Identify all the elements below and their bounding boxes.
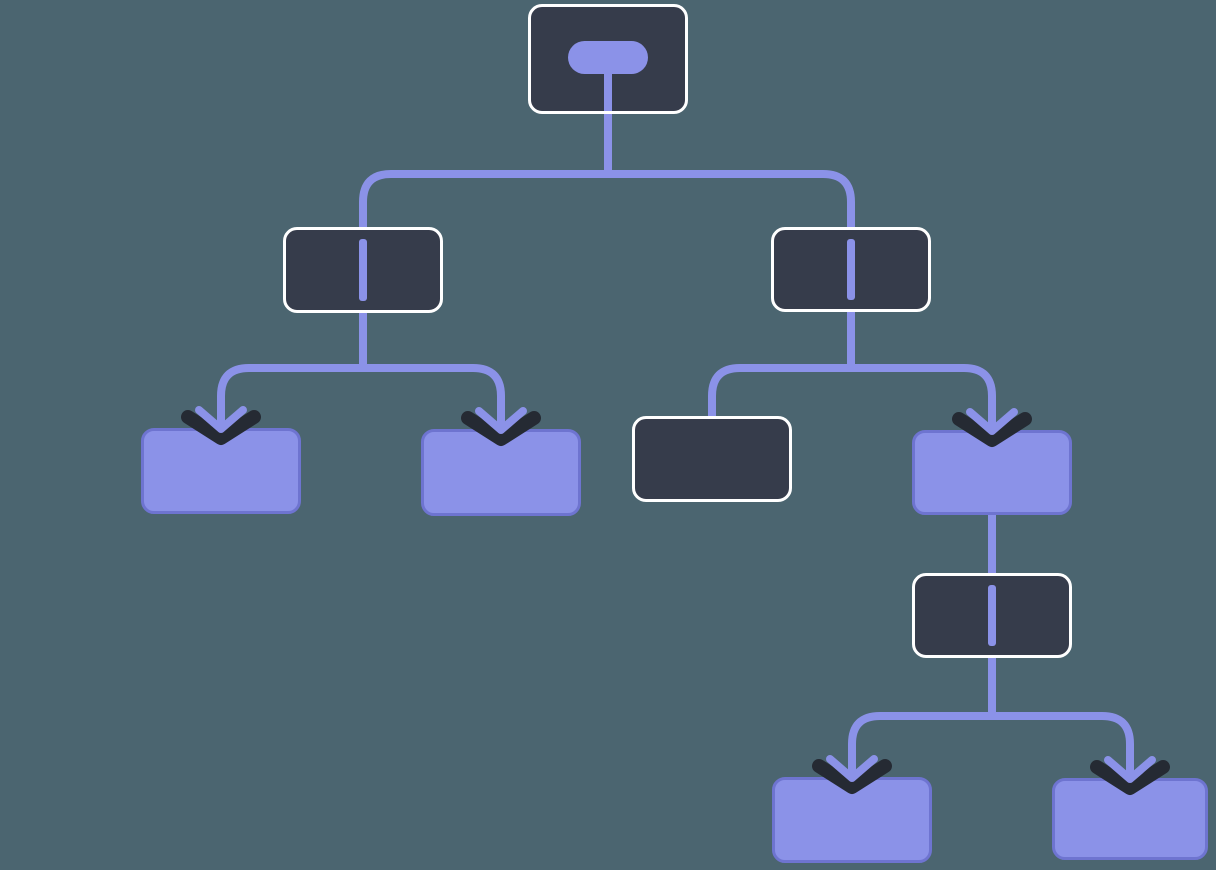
branch-node-right[interactable] <box>771 227 931 312</box>
leaf-node-4[interactable] <box>1052 778 1208 860</box>
branch-node-left[interactable] <box>283 227 443 313</box>
dark-leaf-node[interactable] <box>632 416 792 502</box>
leaf-node-2[interactable] <box>421 429 581 516</box>
leaf-node-1[interactable] <box>141 428 301 514</box>
leaf-node-3[interactable] <box>772 777 932 863</box>
pill-icon <box>568 41 648 74</box>
branch-node-lower[interactable] <box>912 573 1072 658</box>
pill-stem-icon <box>604 67 612 111</box>
vertical-line-icon <box>847 239 855 300</box>
vertical-line-icon <box>359 239 367 301</box>
purple-branch-node[interactable] <box>912 430 1072 515</box>
vertical-line-icon <box>988 585 996 646</box>
root-node[interactable] <box>528 4 688 114</box>
